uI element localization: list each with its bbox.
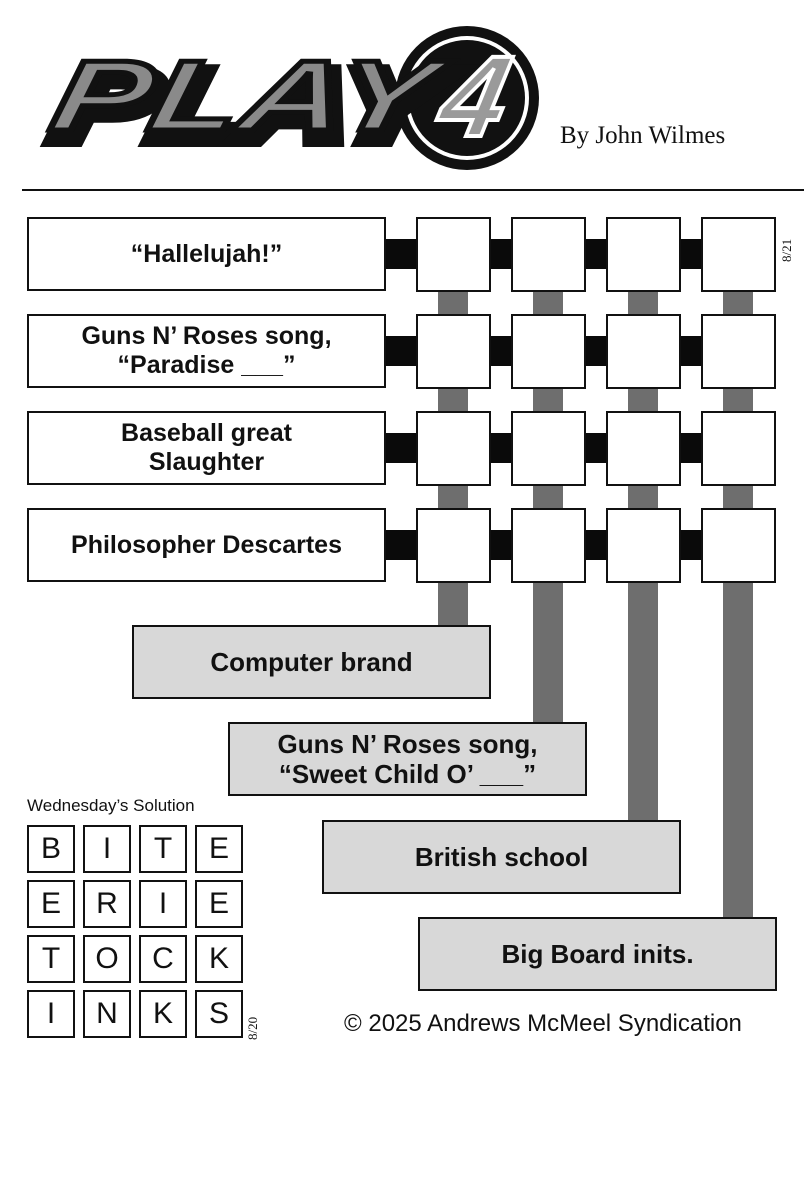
row-clue-1: “Hallelujah!” [27,217,386,291]
solution-cell-r1c2: I [83,825,131,873]
grid-cell-r3c4[interactable] [701,411,776,486]
header-divider [22,189,804,191]
grid-cell-r4c4[interactable] [701,508,776,583]
grid-cell-r2c4[interactable] [701,314,776,389]
row-clue-4: Philosopher Descartes [27,508,386,582]
grid-cell-r1c1[interactable] [416,217,491,292]
solution-cell-r4c3: K [139,990,187,1038]
solution-cell-r4c1: I [27,990,75,1038]
puzzle-date-code: 8/21 [779,238,794,262]
grid-cell-r2c1[interactable] [416,314,491,389]
solution-cell-r3c4: K [195,935,243,983]
play4-logo: PLAY PLAY 4 [39,26,539,170]
grid-cell-r4c2[interactable] [511,508,586,583]
solution-cell-r3c3: C [139,935,187,983]
solution-title: Wednesday’s Solution [27,796,195,815]
row-clue-3: Baseball great Slaughter [27,411,386,485]
logo-text: PLAY [43,40,459,152]
solution-cell-r4c4: S [195,990,243,1038]
column-clue-1: Computer brand [132,625,491,699]
grid-cell-r1c3[interactable] [606,217,681,292]
row-clue-2: Guns N’ Roses song, “Paradise ___” [27,314,386,388]
solution-cell-r2c4: E [195,880,243,928]
grid-cell-r2c3[interactable] [606,314,681,389]
solution-cell-r2c1: E [27,880,75,928]
grid-cell-r1c2[interactable] [511,217,586,292]
solution-cell-r2c3: I [139,880,187,928]
logo-text-shadow: PLAY [46,50,462,162]
solution-cell-r1c1: B [27,825,75,873]
column-clue-3: British school [322,820,681,894]
solution-cell-r4c2: N [83,990,131,1038]
column-clue-2: Guns N’ Roses song, “Sweet Child O’ ___” [228,722,587,796]
solution-cell-r3c1: T [27,935,75,983]
solution-cell-r2c2: R [83,880,131,928]
column-clue-4: Big Board inits. [418,917,777,991]
copyright: © 2025 Andrews McMeel Syndication [344,1010,742,1037]
solution-cell-r1c3: T [139,825,187,873]
grid-cell-r3c1[interactable] [416,411,491,486]
solution-cell-r3c2: O [83,935,131,983]
solution-date-code: 8/20 [245,1016,260,1040]
grid-cell-r2c2[interactable] [511,314,586,389]
grid-cell-r1c4[interactable] [701,217,776,292]
grid-cell-r4c3[interactable] [606,508,681,583]
solution-cell-r1c4: E [195,825,243,873]
grid-cell-r4c1[interactable] [416,508,491,583]
grid-cell-r3c3[interactable] [606,411,681,486]
byline: By John Wilmes [560,122,726,149]
grid-cell-r3c2[interactable] [511,411,586,486]
